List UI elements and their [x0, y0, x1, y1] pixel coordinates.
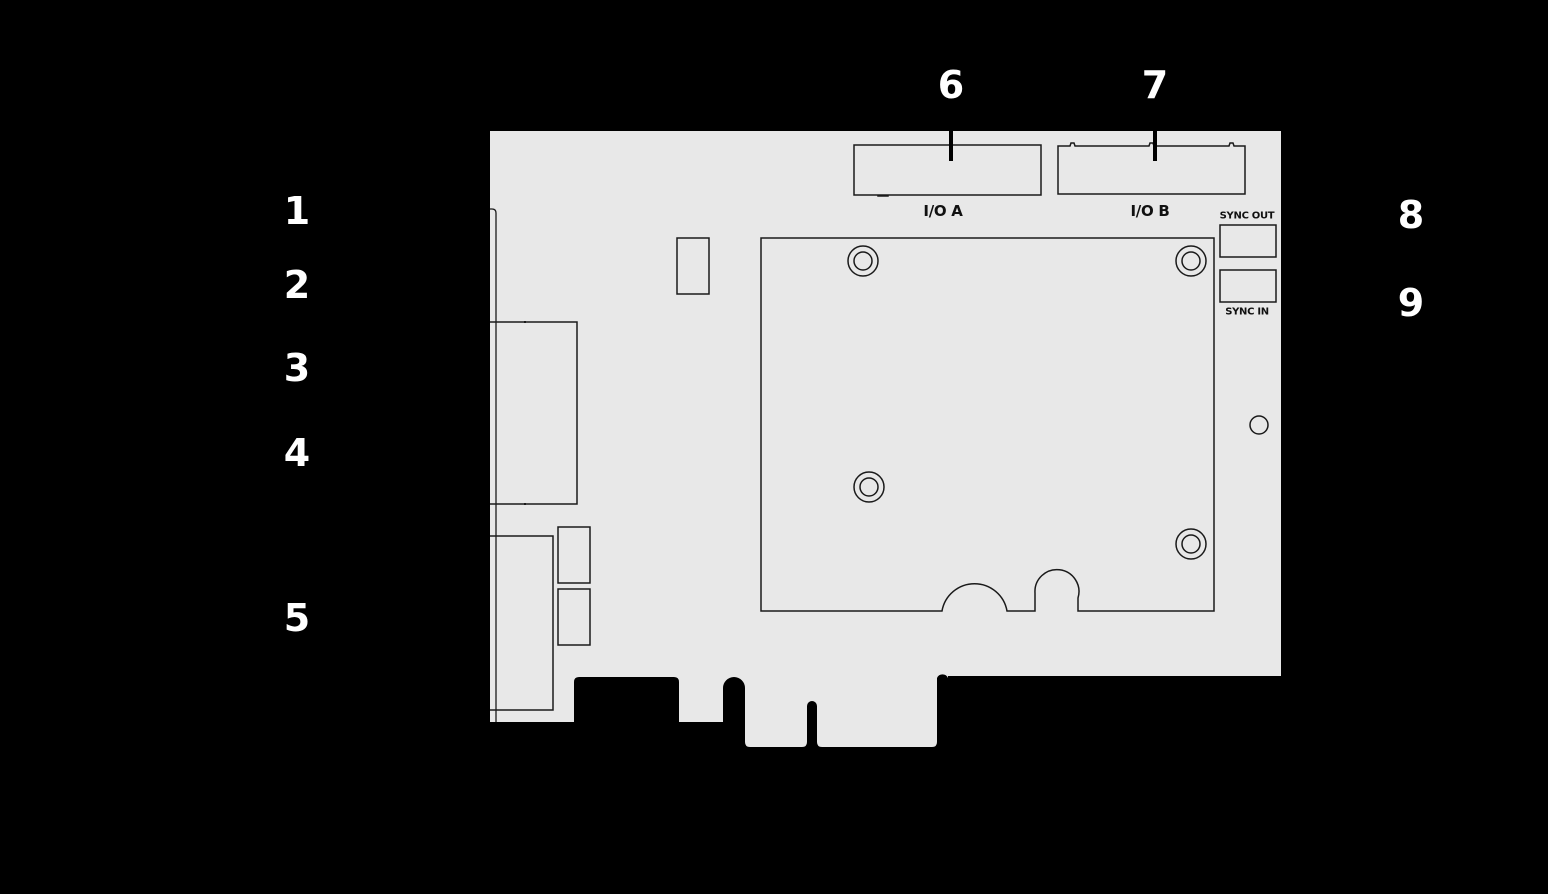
mounting-hole-icon [859, 477, 879, 497]
small-component-top [676, 237, 710, 295]
sync-out-port[interactable] [1219, 224, 1277, 258]
status-led [1249, 415, 1269, 435]
module-outline [760, 237, 1215, 612]
left-connector-block [490, 321, 578, 505]
mounting-hole-icon [1181, 534, 1201, 554]
sync-in-label: SYNC IN [1225, 306, 1269, 318]
small-component-lower-2 [557, 588, 591, 646]
mounting-bracket-edge [490, 208, 497, 722]
callout-7[interactable]: 7 [1141, 63, 1169, 107]
callout-5[interactable]: 5 [283, 596, 311, 640]
callout-2[interactable]: 2 [283, 263, 311, 307]
callout-4[interactable]: 4 [283, 431, 311, 475]
mounting-hole-icon [1181, 251, 1201, 271]
mounting-hole-icon [853, 251, 873, 271]
io-b-label: I/O B [1130, 202, 1170, 220]
callout-6[interactable]: 6 [937, 63, 965, 107]
callout-9[interactable]: 9 [1397, 281, 1425, 325]
pcb-board [490, 131, 1281, 747]
mounting-hole-icon [847, 245, 879, 277]
mounting-hole-icon [1175, 245, 1207, 277]
io-a-connector[interactable] [853, 144, 1042, 197]
io-a-label: I/O A [923, 202, 963, 220]
mounting-hole-icon [1175, 528, 1207, 560]
sync-out-label: SYNC OUT [1219, 210, 1275, 222]
small-component-lower-1 [557, 526, 591, 584]
callout-3[interactable]: 3 [283, 346, 311, 390]
mounting-holes [847, 245, 1207, 560]
sync-in-port[interactable] [1219, 269, 1277, 303]
callout-1[interactable]: 1 [283, 189, 311, 233]
lower-left-connector [490, 535, 554, 711]
mounting-hole-icon [853, 471, 885, 503]
callout-8[interactable]: 8 [1397, 193, 1425, 237]
